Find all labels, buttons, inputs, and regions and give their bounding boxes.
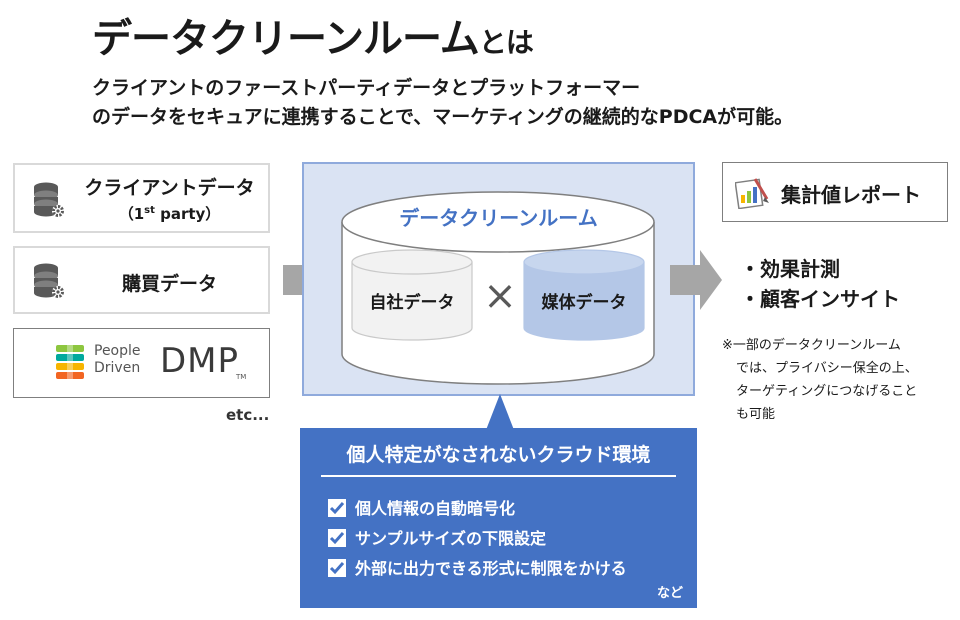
etc-suffix: など [656, 586, 683, 601]
description-line-1: クライアントのファーストパーティデータとプラットフォーマー [92, 77, 641, 99]
purchase-data-box: 購買データ [13, 246, 270, 314]
feature-sample-size: サンプルサイズの下限設定 [355, 529, 547, 548]
bullet-customer-insight: ・顧客インサイト [740, 287, 900, 311]
dmp-mark: DMP [160, 341, 240, 381]
client-data-sub-open: （1 [118, 205, 145, 223]
bullet-effect-measurement: ・効果計測 [740, 257, 840, 281]
clean-room-title: データクリーンルーム [399, 206, 598, 230]
footnote-line-4: も可能 [736, 407, 776, 422]
page-title: データクリーンルームとは [92, 6, 534, 64]
client-data-sublabel: （1st party） [71, 203, 268, 224]
feature-item: 外部に出力できる形式に制限をかける [328, 555, 627, 579]
checkbox-icon [328, 499, 346, 517]
page-title-suffix: とは [478, 26, 534, 59]
footnote-line-1: ※一部のデータクリーンルーム [722, 338, 901, 353]
checkbox-icon [328, 529, 346, 547]
cloud-environment-heading: 個人特定がなされないクラウド環境 [346, 444, 651, 466]
clean-room-cylinder [341, 191, 655, 385]
page-title-main: データクリーンルーム [92, 16, 480, 62]
output-bullets: ・効果計測 ・顧客インサイト [740, 254, 900, 314]
feature-item: サンプルサイズの下限設定 [328, 525, 546, 549]
dmp-wordmark: People Driven [94, 343, 141, 377]
feature-encryption: 個人情報の自動暗号化 [355, 499, 516, 518]
footnote-line-2: では、プライバシー保全の上、 [736, 361, 918, 376]
client-data-label: クライアントデータ [84, 177, 255, 199]
dmp-line-people: People [94, 343, 141, 359]
page-description: クライアントのファーストパーティデータとプラットフォーマー のデータをセキュアに… [92, 74, 793, 132]
own-data-label: 自社データ [369, 293, 455, 313]
report-chart-icon [734, 177, 769, 213]
client-data-box: クライアントデータ （1st party） [13, 163, 270, 233]
client-data-sub-close: party） [154, 205, 221, 223]
client-data-sub-sup: st [144, 205, 155, 216]
dmp-trademark: TM [236, 373, 247, 381]
aggregate-report-label: 集計値レポート [781, 183, 921, 207]
clean-room-panel: データクリーンルーム 自社データ × 媒体データ [302, 162, 695, 396]
database-gear-icon [33, 262, 65, 304]
footnote: ※一部のデータクリーンルーム では、プライバシー保全の上、 ターゲティングにつな… [722, 334, 918, 426]
cloud-environment-box: 個人特定がなされないクラウド環境 個人情報の自動暗号化 サンプルサイズの下限設定… [300, 428, 697, 608]
description-line-2: のデータをセキュアに連携することで、マーケティングの継続的なPDCAが可能。 [92, 106, 794, 128]
callout-pointer [486, 394, 514, 430]
database-gear-icon [33, 181, 65, 223]
footnote-line-3: ターゲティングにつなげること [736, 384, 918, 399]
times-sign: × [483, 273, 517, 319]
aggregate-report-box: 集計値レポート [722, 162, 948, 222]
heading-divider [321, 475, 676, 477]
purchase-data-label: 購買データ [121, 273, 217, 295]
people-driven-dmp-box: People Driven DMP TM [13, 328, 270, 398]
feature-item: 個人情報の自動暗号化 [328, 495, 515, 519]
feature-output-restriction: 外部に出力できる形式に制限をかける [355, 559, 627, 578]
arrow-right-icon [670, 250, 722, 310]
stacked-layers-logo [54, 343, 86, 387]
media-data-label: 媒体データ [541, 293, 627, 313]
checkbox-icon [328, 559, 346, 577]
etc-label: etc... [226, 406, 270, 424]
dmp-line-driven: Driven [94, 360, 141, 376]
